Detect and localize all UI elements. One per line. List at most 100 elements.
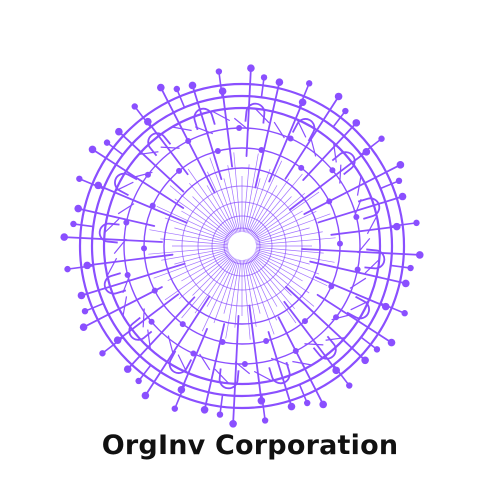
emblem-inner-line (248, 185, 278, 235)
emblem-arch (331, 151, 356, 176)
emblem-inner-line (181, 256, 234, 319)
emblem-node (258, 146, 265, 153)
emblem-stub (106, 141, 124, 156)
emblem-node (354, 266, 361, 273)
emblem-inner-line (174, 198, 231, 239)
emblem-node (176, 167, 183, 174)
emblem-inner-line (255, 250, 320, 275)
emblem-node (392, 222, 401, 231)
emblem-inner-line (242, 259, 251, 340)
emblem-inner-line (251, 196, 292, 237)
emblem-spoke (317, 195, 404, 224)
emblem-inner-line (206, 185, 236, 235)
emblem-node (123, 219, 130, 226)
emblem-node (401, 279, 410, 288)
emblem-inner-line (253, 191, 320, 239)
emblem-node (329, 167, 336, 174)
emblem-node (149, 202, 156, 209)
emblem-stub (137, 364, 152, 382)
emblem-connector (332, 142, 337, 163)
emblem-inner-line (160, 238, 229, 246)
emblem-spoke (309, 260, 407, 285)
emblem-arch (312, 335, 337, 360)
emblem-connector (304, 343, 324, 346)
emblem-arch (147, 132, 172, 157)
emblem-node (261, 417, 269, 424)
emblem-arch (218, 368, 240, 390)
emblem-node (144, 117, 152, 126)
emblem-inner-line (164, 217, 229, 242)
emblem-node (99, 350, 106, 357)
emblem-node (103, 139, 111, 146)
emblem-rings (78, 82, 406, 410)
emblem-node (70, 220, 77, 228)
emblem-spoke (267, 331, 293, 408)
emblem-connector (273, 121, 285, 139)
emblem-node (151, 287, 158, 294)
emblem-inner-line (192, 196, 233, 237)
emblem-stub (390, 264, 411, 269)
emblem-node (298, 98, 307, 107)
emblem-inner-line (255, 249, 310, 265)
emblem-connector (117, 203, 135, 215)
emblem-inner-line (244, 259, 257, 327)
emblem-ring (78, 82, 406, 410)
emblem-spoke (302, 121, 358, 181)
emblem-spoke (301, 248, 421, 256)
emblem-node (124, 272, 131, 279)
emblem-node (76, 175, 83, 182)
emblem-stub (84, 302, 104, 312)
emblem-spoke (254, 81, 281, 189)
emblem-ring (123, 127, 361, 365)
emblem-connector (122, 274, 131, 294)
emblem-node (141, 245, 148, 252)
emblem-connector (194, 126, 214, 135)
emblem-connector (104, 218, 120, 234)
emblem-connector (171, 126, 192, 132)
emblem-inner-line (253, 252, 303, 282)
emblem-spoke (277, 316, 325, 406)
emblem-inner-line (244, 153, 259, 233)
emblem-inner-line (187, 168, 235, 235)
emblem-node (229, 419, 237, 428)
emblem-spoke (191, 84, 223, 181)
emblem-node (83, 261, 92, 270)
emblem-connector (211, 110, 231, 122)
emblem-connector (325, 336, 346, 341)
emblem-stub (260, 77, 265, 98)
emblem-node (334, 92, 343, 101)
emblem-node (148, 318, 155, 325)
emblem-inner-line (252, 193, 306, 238)
emblem-node (113, 336, 122, 344)
emblem-node (378, 135, 385, 142)
emblem-arch (364, 248, 386, 270)
emblem-node (332, 366, 340, 375)
emblem-stub (332, 110, 347, 128)
emblem-spoke (285, 285, 367, 362)
emblem-arch (128, 316, 153, 341)
emblem-node (298, 164, 305, 171)
emblem-spoke (314, 276, 387, 308)
emblem-inner-line (181, 252, 231, 282)
emblem-inner-line (225, 259, 240, 339)
emblem-node (413, 219, 420, 227)
emblem-node (398, 192, 407, 201)
emblem-connector (214, 368, 230, 384)
emblem-stub (298, 384, 308, 404)
emblem-connector (366, 215, 378, 235)
emblem-connector (106, 257, 118, 277)
emblem-connector (292, 360, 313, 366)
emblem-node (219, 339, 226, 346)
emblem-connector (353, 198, 362, 218)
emblem-node (328, 283, 335, 290)
emblem-inner-line (250, 256, 295, 310)
emblem-inner-line (174, 227, 229, 243)
emblem-arch (291, 118, 316, 142)
emblem-inner-line (250, 173, 303, 236)
emblem-inner-line (223, 178, 239, 233)
emblem-inner-line (254, 211, 317, 241)
emblem-node (64, 265, 71, 273)
emblem-inner-line (178, 254, 232, 299)
emblem-spoke (86, 253, 174, 267)
emblem-node (214, 148, 221, 155)
